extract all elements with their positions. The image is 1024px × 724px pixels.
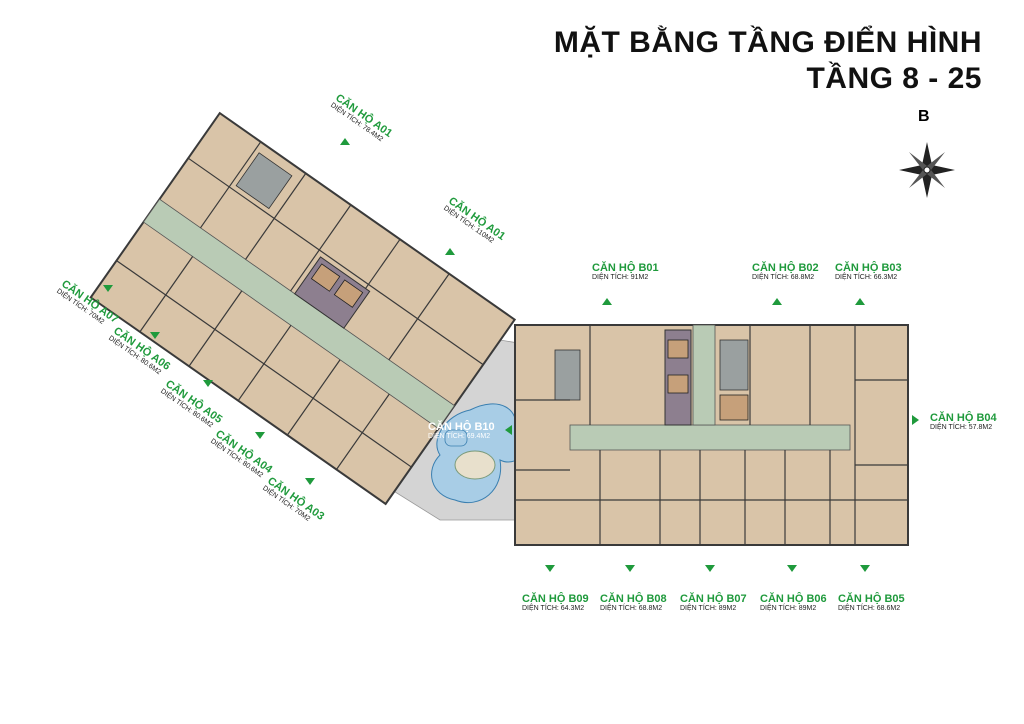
arrow-up-icon [445,248,455,255]
arrow-down-icon [545,565,555,572]
floor-range-title: TẦNG 8 - 25 [806,62,982,95]
arrow-down-icon [705,565,715,572]
arrow-down-icon [150,332,160,339]
block-a [89,111,517,506]
arrow-down-icon [103,285,113,292]
compass-rose [899,142,955,198]
arrow-up-icon [855,298,865,305]
north-letter: B [918,108,930,125]
arrow-up-icon [772,298,782,305]
small-pool [444,429,468,447]
block-b [514,324,909,546]
view-arrows [103,138,919,572]
arrow-down-icon [787,565,797,572]
arrow-up-icon [340,138,350,145]
block-b-corridor [569,424,851,451]
block-b-stair [719,339,749,391]
arrow-down-icon [625,565,635,572]
arrow-up-icon [602,298,612,305]
block-a-core [294,256,371,329]
arrow-down-icon [305,478,315,485]
block-b-corridor-2 [692,324,716,426]
block-a-stair [235,152,293,210]
arrow-down-icon [860,565,870,572]
arrow-right-icon [912,415,919,425]
arrow-down-icon [203,380,213,387]
block-b-stair-2 [554,349,581,401]
pool-island [454,450,496,480]
arrow-down-icon [255,432,265,439]
arrow-left-icon [505,425,512,435]
plan-title: MẶT BẰNG TẦNG ĐIỂN HÌNH [553,26,982,59]
